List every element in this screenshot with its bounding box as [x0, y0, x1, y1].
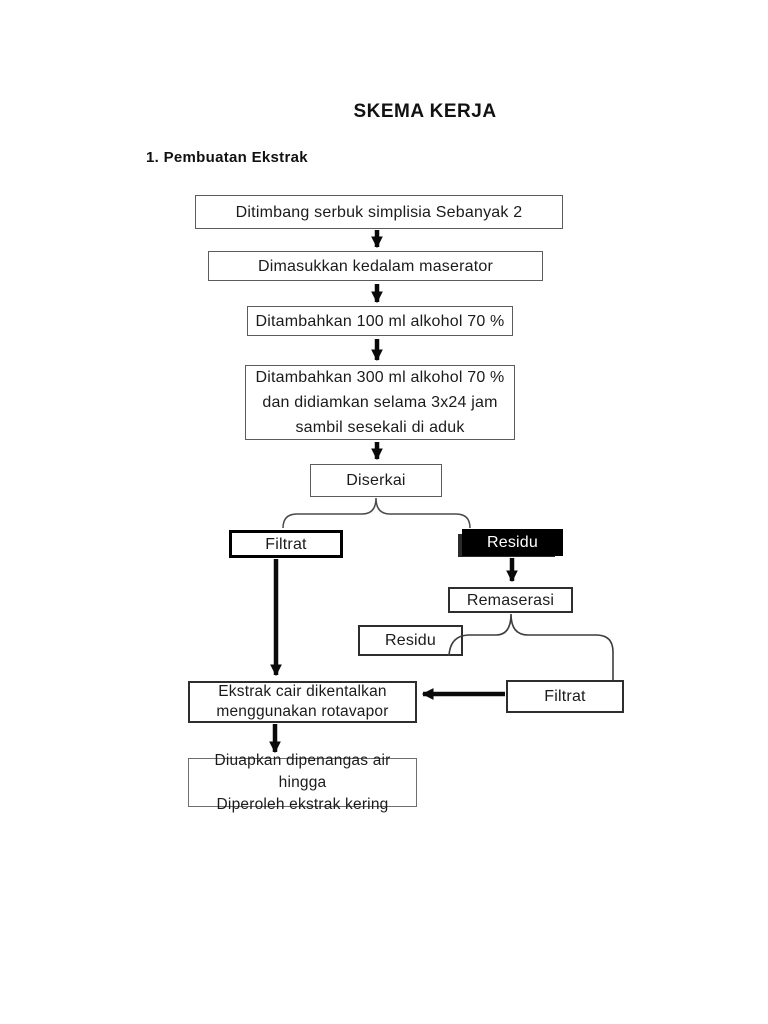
flow-box-maserator-label: Dimasukkan kedalam maserator — [257, 257, 494, 275]
flow-box-residu-1-label: Residu — [486, 534, 538, 551]
brace-diserkai-split — [282, 497, 471, 529]
page-title: SKEMA KERJA — [353, 101, 497, 122]
flow-box-residu-2: Residu — [358, 625, 463, 656]
section-heading: 1. Pembuatan Ekstrak — [146, 149, 308, 166]
flow-box-ekstrak-kering-line2: Diperoleh ekstrak kering — [216, 795, 389, 813]
flow-box-ekstrak-kering: Diuapkan dipenangas air hingga Diperoleh… — [188, 752, 417, 813]
flow-box-alkohol-100: Ditambahkan 100 ml alkohol 70 % — [247, 306, 513, 336]
flow-box-filtrat-2-label: Filtrat — [544, 688, 586, 705]
flow-box-rotavapor-line1: Ekstrak cair dikentalkan — [218, 683, 387, 700]
flow-box-maserator: Dimasukkan kedalam maserator — [208, 251, 543, 281]
flow-box-rotavapor-line2: menggunakan rotavapor — [216, 703, 389, 720]
flow-box-alkohol-100-label: Ditambahkan 100 ml alkohol 70 % — [255, 312, 505, 330]
flow-box-diserkai: Diserkai — [310, 464, 442, 497]
flow-box-ditimbang-label: Ditimbang serbuk simplisia Sebanyak 2 — [235, 203, 523, 221]
flow-box-alkohol-300-line3: sambil sesekali di aduk — [295, 419, 465, 436]
flow-box-residu-1: Residu — [462, 529, 563, 556]
flow-box-diserkai-label: Diserkai — [346, 472, 406, 489]
flow-box-ditimbang: Ditimbang serbuk simplisia Sebanyak 2 — [195, 195, 563, 229]
flow-box-alkohol-300-line1: Ditambahkan 300 ml alkohol 70 % — [255, 369, 505, 386]
flow-box-filtrat-1: Filtrat — [229, 530, 343, 558]
flow-box-rotavapor: Ekstrak cair dikentalkan menggunakan rot… — [188, 681, 417, 723]
connector-remaserasi-split — [448, 613, 614, 680]
flow-box-residu-2-label: Residu — [384, 632, 436, 649]
flow-box-remaserasi: Remaserasi — [448, 587, 573, 613]
flow-box-filtrat-1-label: Filtrat — [265, 535, 307, 553]
flow-box-ekstrak-kering-line1: Diuapkan dipenangas air hingga — [214, 751, 391, 791]
flow-box-alkohol-300: Ditambahkan 300 ml alkohol 70 % dan didi… — [245, 365, 515, 440]
flow-box-remaserasi-label: Remaserasi — [466, 591, 555, 609]
flow-box-filtrat-2: Filtrat — [506, 680, 624, 713]
flow-box-alkohol-300-line2: dan didiamkan selama 3x24 jam — [262, 394, 498, 411]
